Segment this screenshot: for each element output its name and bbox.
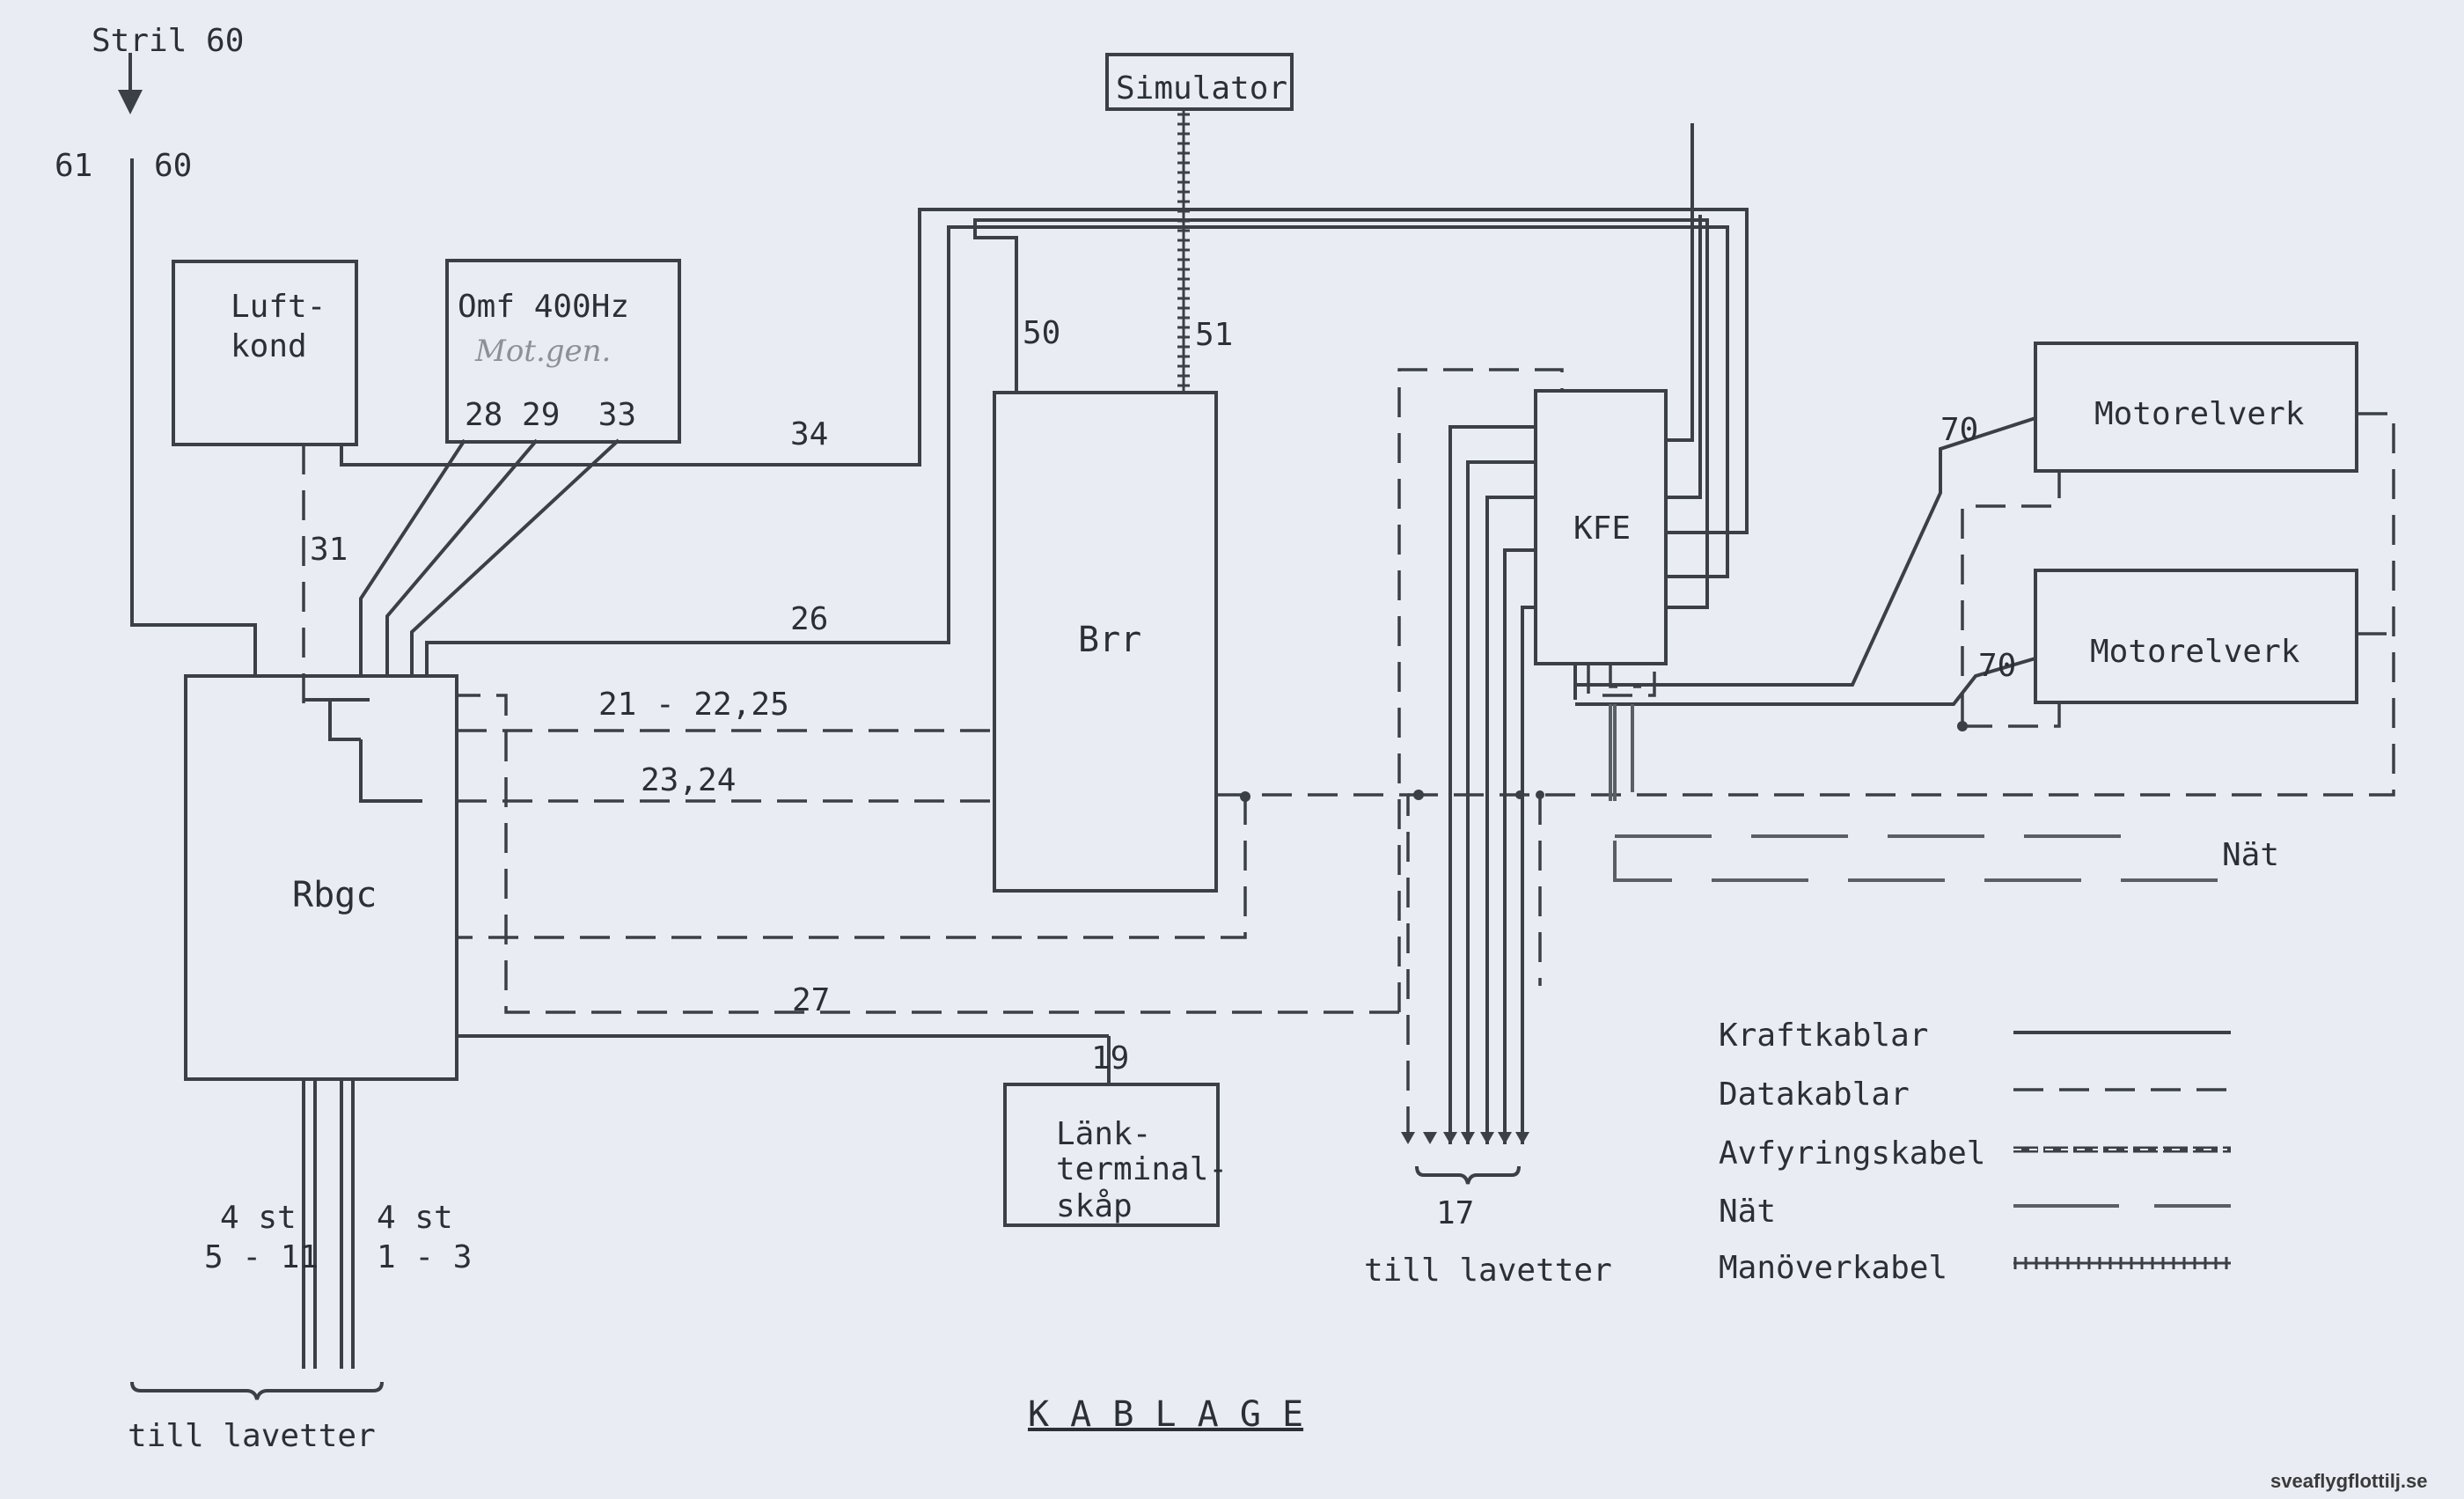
bottom-left-range: 5 - 11: [204, 1239, 319, 1275]
bottom-left-count: 4 st: [220, 1200, 297, 1236]
nat-label: Nät: [2222, 837, 2279, 873]
labels: Stril 60 61 60 Simulator Luft- kond Omf …: [55, 23, 2428, 1492]
launcher-arrows: [1401, 1132, 1529, 1144]
bottom-right-range: 1 - 3: [377, 1239, 472, 1275]
omf-handwritten: Mot.gen.: [474, 334, 611, 369]
stril-arrow: [118, 53, 143, 114]
motorelverk-1-box: [2034, 342, 2358, 473]
luftkond-box: [172, 260, 358, 446]
rbgc-label: Rbgc: [292, 875, 377, 915]
junction-dots: [1240, 721, 1968, 802]
cable-21: 21 - 22,25: [598, 687, 789, 723]
cable-51: 51: [1195, 317, 1233, 353]
legend-manoverkabel: Manöverkabel: [1719, 1250, 1947, 1286]
luftkond-label-2: kond: [231, 328, 307, 364]
cable-17: 17: [1436, 1195, 1474, 1231]
omf-title: Omf 400Hz: [458, 289, 629, 325]
cable-23: 23,24: [641, 762, 736, 798]
braces: [130, 1165, 1521, 1400]
omf-nums: 28 29 33: [465, 397, 636, 433]
source-left-num: 61: [55, 148, 92, 184]
cable-50: 50: [1023, 315, 1060, 351]
luftkond-label-1: Luft-: [231, 289, 326, 325]
cable-70-a: 70: [1940, 412, 1978, 448]
cable-26: 26: [790, 601, 828, 637]
legend-kraftkablar: Kraftkablar: [1719, 1018, 1928, 1054]
stril-label: Stril 60: [92, 23, 244, 59]
brr-box: [993, 391, 1218, 893]
kfe-box: [1534, 389, 1668, 665]
cable-31: 31: [310, 532, 348, 568]
till-lavetter-left: till lavetter: [128, 1418, 376, 1454]
lank-box: [1003, 1083, 1220, 1227]
data-cables: [130, 158, 2395, 1144]
legend-datakablar: Datakablar: [1719, 1076, 1910, 1113]
legend-nat: Nät: [1719, 1194, 1776, 1230]
cable-34: 34: [790, 416, 828, 452]
lank-label-2: terminal-: [1056, 1151, 1228, 1187]
lank-label-3: skåp: [1056, 1188, 1133, 1224]
cable-27: 27: [792, 982, 830, 1018]
simulator-box: [1105, 53, 1294, 111]
boxes: [172, 53, 2358, 1227]
kfe-label: KFE: [1573, 511, 1631, 547]
cable-70-b: 70: [1978, 648, 2016, 684]
manoeuvre-cable: [1177, 109, 1190, 393]
legend-lines: [2013, 1031, 2231, 1269]
brr-label: Brr: [1078, 620, 1141, 660]
omf-box: [445, 259, 681, 444]
motorelverk-1-label: Motorelverk: [2094, 396, 2305, 432]
motorelverk-2-box: [2034, 569, 2358, 704]
net-cables: [1609, 704, 2218, 882]
till-lavetter-mid: till lavetter: [1364, 1253, 1612, 1289]
diagram-title: K A B L A G E: [1028, 1394, 1303, 1435]
lank-label-1: Länk-: [1056, 1116, 1151, 1152]
rbgc-box: [184, 674, 458, 1081]
power-cables: [130, 123, 2036, 1369]
motorelverk-2-label: Motorelverk: [2090, 634, 2300, 670]
cable-19: 19: [1091, 1040, 1129, 1076]
bottom-right-count: 4 st: [377, 1200, 453, 1236]
legend-avfyringskabel: Avfyringskabel: [1719, 1135, 1985, 1172]
watermark: sveaflygflottilj.se: [2270, 1470, 2428, 1492]
simulator-label: Simulator: [1116, 70, 1287, 107]
source-right-num: 60: [154, 148, 192, 184]
